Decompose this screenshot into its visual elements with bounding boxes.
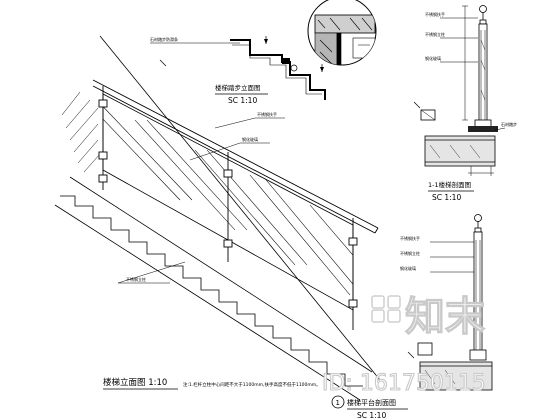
platform-section-scale: SC 1:10 xyxy=(357,411,386,420)
main-elevation-title-block: 楼梯立面图 1:10 注:1.栏杆立柱中心间距不大于1100mm,扶手高度不低于… xyxy=(103,377,321,390)
label-1-1-stone: 石材踏步 xyxy=(501,121,517,127)
step-section-detail xyxy=(150,36,326,100)
label-step-antislip: 石材踏步防滑条 xyxy=(150,36,178,42)
label-stainless-handrail: 不锈钢扶手 xyxy=(257,111,277,117)
stair-elevation xyxy=(54,35,381,401)
stair-stringer-bottom xyxy=(54,204,361,401)
rail-posts xyxy=(98,86,358,330)
main-elevation-leaders xyxy=(117,117,285,284)
main-elevation-title: 楼梯立面图 1:10 xyxy=(103,377,167,388)
platform-section-detail xyxy=(407,214,493,391)
stair-steps xyxy=(60,195,363,387)
label-platform-handrail: 不锈钢扶手 xyxy=(400,235,420,241)
rail-post-3 xyxy=(348,218,358,330)
platform-section-title-block: 1 楼梯平台剖面图 SC 1:10 xyxy=(331,395,408,420)
platform-section-title: 楼梯平台剖面图 xyxy=(347,398,396,407)
stair-soffit-hatching xyxy=(61,91,101,173)
main-elevation-note: 注:1.栏杆立柱中心间距不大于1100mm,扶手高度不低于1100mm。 xyxy=(183,381,321,388)
rail-post-1 xyxy=(98,86,108,190)
watermark: 知末 ID: 161750115 xyxy=(321,293,486,396)
stair-stringer-top xyxy=(99,35,381,381)
label-1-1-post: 不锈钢立柱 xyxy=(425,31,445,37)
watermark-logo-text: 知末 xyxy=(405,294,485,340)
zoom-detail-circle xyxy=(307,0,377,66)
step-section-title: 楼梯踏步立面图 xyxy=(215,83,261,92)
glass-panel xyxy=(102,93,354,311)
step-section-scale: SC 1:10 xyxy=(228,96,257,105)
watermark-logo xyxy=(371,295,401,323)
label-1-1-glass: 钢化玻璃 xyxy=(425,55,441,61)
rail-section-1-1 xyxy=(413,5,506,176)
label-tempered-glass: 钢化玻璃 xyxy=(242,136,258,142)
rail-section-1-1-title: 1-1楼梯剖面图 xyxy=(428,180,471,189)
label-1-1-handrail: 不锈钢扶手 xyxy=(425,11,445,17)
rail-section-1-1-scale: SC 1:10 xyxy=(432,193,461,202)
watermark-id: ID: 161750115 xyxy=(322,371,486,396)
label-platform-glass: 钢化玻璃 xyxy=(400,265,416,271)
handrail xyxy=(92,79,379,234)
section-marker-circle xyxy=(331,395,345,409)
label-stainless-post: 不锈钢立柱 xyxy=(126,276,146,282)
rail-section-1-1-title-block: 1-1楼梯剖面图 SC 1:10 xyxy=(428,180,474,202)
step-section-title-block: 楼梯踏步立面图 SC 1:10 xyxy=(215,83,268,105)
section-marker-number: 1 xyxy=(336,399,340,407)
stair-stringer-edge xyxy=(69,176,373,373)
label-platform-post: 不锈钢立柱 xyxy=(400,250,420,256)
glass-hatching xyxy=(103,94,353,310)
rail-post-2 xyxy=(223,152,233,262)
